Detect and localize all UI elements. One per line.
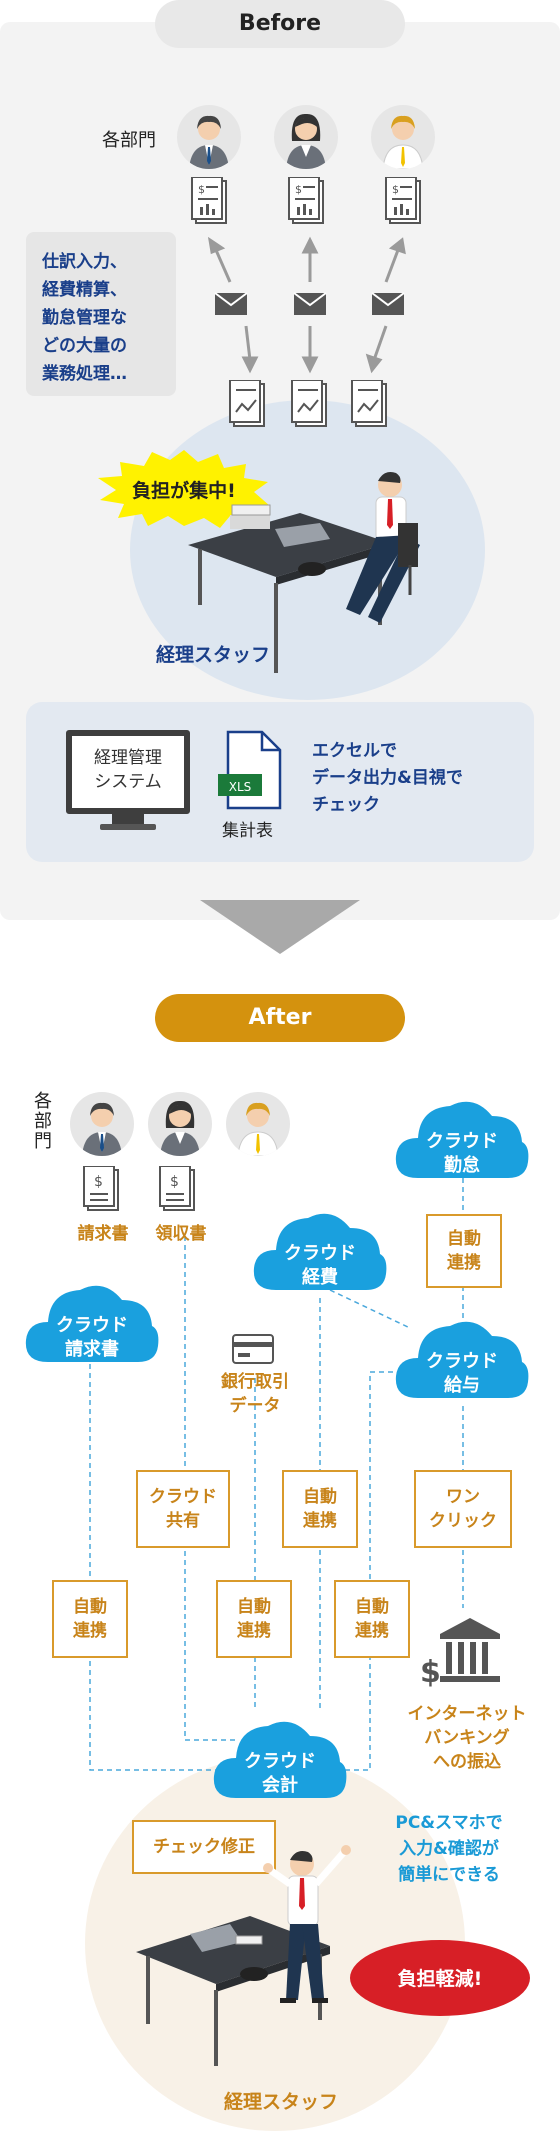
down-arrow-icon bbox=[200, 900, 360, 954]
summary-label: 集計表 bbox=[222, 821, 273, 841]
svg-text:$: $ bbox=[198, 183, 205, 196]
cloud-invoice: クラウド 請求書 bbox=[22, 1270, 162, 1370]
receipt-document-icon: $ bbox=[159, 1166, 195, 1211]
cloud-icon bbox=[395, 1321, 529, 1398]
svg-text:$: $ bbox=[94, 1174, 103, 1190]
cloud-invoice-label: クラウド 請求書 bbox=[56, 1315, 128, 1360]
auto-link-bank-box: 自動 連携 bbox=[216, 1580, 292, 1658]
auto-link-payroll-box: 自動 連携 bbox=[334, 1580, 410, 1658]
svg-text:$: $ bbox=[170, 1174, 179, 1190]
invoice-document-icon: $ bbox=[83, 1166, 119, 1211]
desk-illustration-relaxed bbox=[136, 1845, 351, 2066]
envelope-icon bbox=[214, 292, 248, 315]
svg-text:$: $ bbox=[295, 183, 302, 196]
xls-file-icon bbox=[218, 730, 282, 810]
svg-text:$: $ bbox=[420, 1655, 441, 1690]
person-icon bbox=[160, 1100, 200, 1156]
cloud-accounting-label: クラウド 会計 bbox=[244, 1751, 316, 1796]
burden-burst bbox=[98, 450, 270, 528]
avatar-man-4 bbox=[226, 1092, 290, 1156]
document-icon: $ bbox=[288, 177, 324, 224]
person-icon bbox=[286, 113, 326, 169]
before-dept-label: 各部門 bbox=[102, 130, 156, 151]
excel-note: エクセルで データ出力&目視で チェック bbox=[312, 741, 463, 815]
cloud-expense: クラウド 経費 bbox=[250, 1198, 390, 1298]
auto-link-attendance-box: 自動 連携 bbox=[426, 1214, 502, 1288]
mobile-note: PC&スマホで 入力&確認が 簡単にできる bbox=[395, 1813, 503, 1885]
before-pill: Before bbox=[155, 0, 405, 48]
avatar-woman-2 bbox=[148, 1092, 212, 1156]
cloud-payroll-label: クラウド 給与 bbox=[426, 1351, 498, 1396]
xls-badge: XLS bbox=[228, 780, 252, 794]
invoice-label: 請求書 bbox=[77, 1224, 129, 1244]
avatar-man-2 bbox=[371, 105, 435, 169]
monitor-icon bbox=[66, 730, 190, 814]
task-note-text: 仕訳入力、 経費精算、 勤怠管理な どの大量の 業務処理… bbox=[42, 252, 127, 384]
document-icon: $ bbox=[385, 177, 421, 224]
person-icon bbox=[382, 115, 424, 169]
cloud-icon bbox=[395, 1101, 529, 1178]
burden-label: 負担が集中! bbox=[132, 480, 236, 502]
check-fix-box: チェック修正 bbox=[132, 1820, 276, 1874]
relief-badge bbox=[350, 1940, 530, 2016]
cloud-attendance: クラウド 勤怠 bbox=[392, 1086, 532, 1186]
auto-link-invoice-box: 自動 連携 bbox=[52, 1580, 128, 1658]
document-icon bbox=[229, 380, 265, 427]
cloud-icon bbox=[213, 1721, 347, 1798]
credit-card-icon bbox=[232, 1334, 274, 1364]
document-icon bbox=[351, 380, 387, 427]
document-icon bbox=[291, 380, 327, 427]
cloud-accounting: クラウド 会計 bbox=[210, 1706, 350, 1806]
after-staff-label: 経理スタッフ bbox=[223, 2091, 338, 2113]
one-click-box: ワン クリック bbox=[414, 1470, 512, 1548]
system-label: 経理管理 システム bbox=[94, 748, 162, 792]
person-icon bbox=[189, 115, 229, 169]
after-pill: After bbox=[155, 994, 405, 1042]
cloud-icon bbox=[25, 1285, 159, 1362]
document-icon: $ bbox=[191, 177, 227, 224]
after-dept-label: 各 部 門 bbox=[34, 1091, 52, 1152]
bank-icon: $ bbox=[420, 1618, 500, 1690]
bank-data-label: 銀行取引 データ bbox=[221, 1372, 289, 1416]
desk-illustration bbox=[188, 472, 420, 673]
flow-arrows bbox=[207, 236, 406, 374]
cloud-icon bbox=[253, 1213, 387, 1290]
monitor-base bbox=[100, 824, 156, 830]
envelope-icon bbox=[293, 292, 327, 315]
task-note-box bbox=[26, 232, 176, 396]
cloud-attendance-label: クラウド 勤怠 bbox=[426, 1131, 498, 1176]
relief-label: 負担軽減! bbox=[397, 1968, 483, 1990]
cloud-share-box: クラウド 共有 bbox=[136, 1470, 230, 1548]
auto-link-expense-box: 自動 連携 bbox=[282, 1470, 358, 1548]
avatar-woman bbox=[274, 105, 338, 169]
monitor-stand bbox=[112, 814, 144, 826]
envelope-icon bbox=[371, 292, 405, 315]
svg-text:$: $ bbox=[392, 183, 399, 196]
netbank-label: インターネット バンキング への振込 bbox=[407, 1704, 527, 1772]
receipt-label: 領収書 bbox=[155, 1224, 207, 1244]
avatar-man-3 bbox=[70, 1092, 134, 1156]
avatar-man-1 bbox=[177, 105, 241, 169]
person-icon bbox=[237, 1102, 279, 1156]
cloud-expense-label: クラウド 経費 bbox=[284, 1243, 356, 1288]
person-icon bbox=[82, 1102, 122, 1156]
cloud-payroll: クラウド 給与 bbox=[392, 1306, 532, 1406]
before-staff-label: 経理スタッフ bbox=[156, 644, 271, 666]
